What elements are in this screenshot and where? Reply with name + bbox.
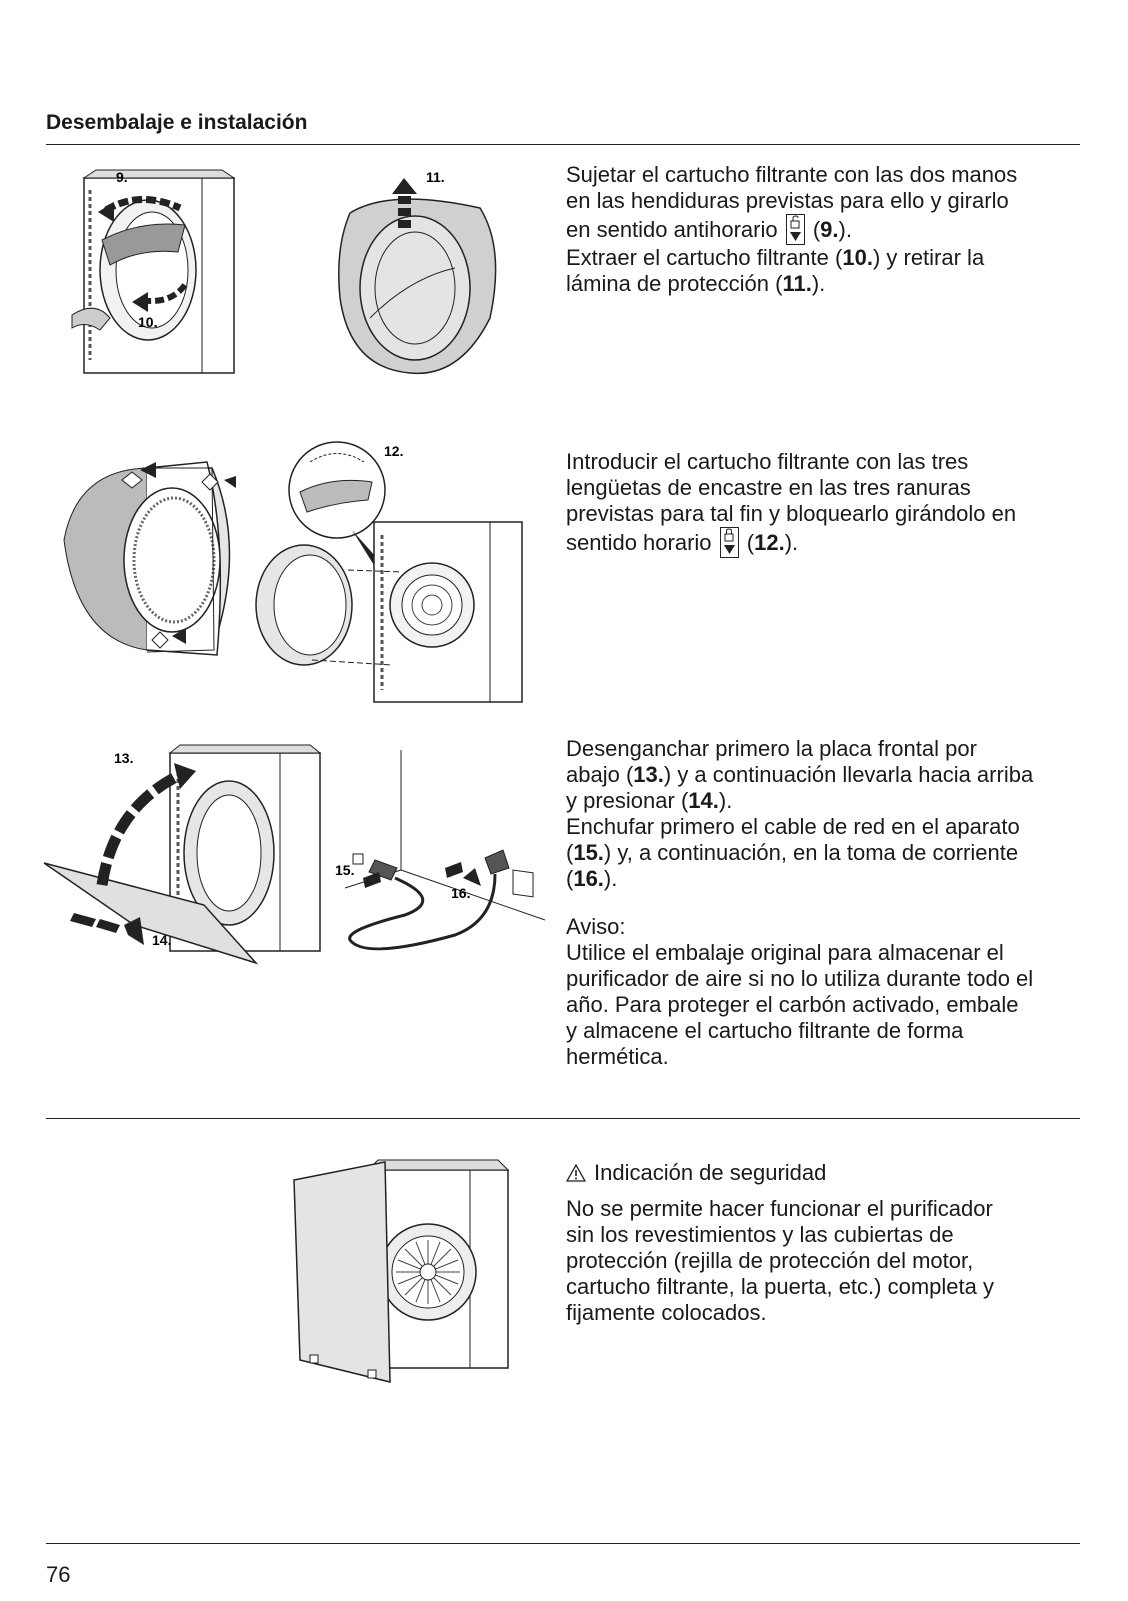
- text-line: protección (rejilla de protección del mo…: [566, 1248, 974, 1273]
- paragraph-insert-filter: Introducir el cartucho filtrante con las…: [566, 449, 1086, 558]
- notice-line: purificador de aire si no lo utiliza dur…: [566, 966, 1034, 991]
- ref-close: ).: [811, 271, 826, 296]
- text-line: Enchufar primero el cable de red en el a…: [566, 814, 1020, 839]
- ref-close: ).: [838, 217, 852, 242]
- text-line: ).: [718, 788, 733, 813]
- notice-title: Aviso:: [566, 914, 626, 939]
- text-line: Sujetar el cartucho filtrante con las do…: [566, 162, 1018, 187]
- fig-label-12: 12.: [384, 443, 403, 459]
- figure-front-plate: 13. 14.: [43, 744, 322, 965]
- text-line: en sentido antihorario: [566, 217, 778, 242]
- figure-protective-film: 11.: [338, 169, 497, 375]
- ref-15: 15.: [573, 840, 604, 865]
- text-line: Extraer el cartucho filtrante (: [566, 245, 843, 270]
- paragraph-front-plate-cable: Desenganchar primero la placa frontal po…: [566, 736, 1086, 1070]
- fig-label-14: 14.: [152, 932, 171, 948]
- text-line: ) y, a continuación, en la toma de corri…: [603, 840, 1019, 865]
- text-line: (: [566, 866, 574, 891]
- notice-line: y almacene el cartucho filtrante de form…: [566, 1018, 964, 1043]
- text-line: abajo (: [566, 762, 634, 787]
- ref-13: 13.: [633, 762, 664, 787]
- fig-label-10: 10.: [138, 314, 157, 330]
- paragraph-remove-filter: Sujetar el cartucho filtrante con las do…: [566, 162, 1086, 297]
- text-line: sin los revestimientos y las cubiertas d…: [566, 1222, 954, 1247]
- text-line: No se permite hacer funcionar el purific…: [566, 1196, 993, 1221]
- ref-10: 10.: [842, 245, 873, 270]
- fig-label-15: 15.: [335, 862, 354, 878]
- footer-rule: [46, 1543, 1080, 1544]
- text-line: ).: [603, 866, 618, 891]
- lock-icon: [719, 527, 739, 558]
- ref-open: (: [746, 530, 755, 555]
- text-line: lengüetas de encastre en las tres ranura…: [566, 475, 971, 500]
- fig-label-9: 9.: [116, 169, 128, 185]
- ref-12: 12.: [754, 530, 785, 555]
- ref-9: 9.: [820, 217, 839, 242]
- page-number: 76: [46, 1562, 71, 1587]
- ref-16: 16.: [573, 866, 604, 891]
- paragraph-safety: Indicación de seguridad No se permite ha…: [566, 1160, 1086, 1326]
- fig-label-16: 16.: [451, 885, 470, 901]
- text-line: y presionar (: [566, 788, 689, 813]
- section-rule: [46, 1118, 1080, 1119]
- text-line: cartucho filtrante, la puerta, etc.) com…: [566, 1274, 994, 1299]
- text-line: (: [566, 840, 574, 865]
- text-line: previstas para tal fin y bloquearlo girá…: [566, 501, 1017, 526]
- ref-close: ).: [784, 530, 799, 555]
- fig-label-13: 13.: [114, 750, 133, 766]
- figure-door-removed: [293, 1159, 510, 1383]
- text-line: lámina de protección (: [566, 271, 783, 296]
- ref-14: 14.: [688, 788, 719, 813]
- figure-insert-filter: 12.: [63, 441, 523, 703]
- notice-line: hermética.: [566, 1044, 669, 1069]
- unlock-icon: [785, 214, 805, 245]
- text-line: fijamente colocados.: [566, 1300, 767, 1325]
- heading-rule: [46, 144, 1080, 145]
- text-line: sentido horario: [566, 530, 712, 555]
- notice-line: año. Para proteger el carbón activado, e…: [566, 992, 1019, 1017]
- ref-11: 11.: [782, 271, 812, 296]
- fig-label-11: 11.: [426, 169, 445, 185]
- text-line: Desenganchar primero la placa frontal po…: [566, 736, 977, 761]
- section-heading: Desembalaje e instalación: [46, 111, 308, 134]
- text-line: ) y retirar la: [872, 245, 985, 270]
- text-line: Introducir el cartucho filtrante con las…: [566, 449, 969, 474]
- figure-remove-filter: 9. 10.: [71, 169, 236, 374]
- safety-title: Indicación de seguridad: [594, 1160, 827, 1185]
- text-line: en las hendiduras previstas para ello y …: [566, 188, 1009, 213]
- text-line: ) y a continuación llevarla hacia arriba: [663, 762, 1034, 787]
- ref-open: (: [812, 217, 821, 242]
- warning-triangle-icon: [566, 1164, 586, 1182]
- figure-power-cable: 15. 16.: [335, 750, 546, 951]
- notice-line: Utilice el embalaje original para almace…: [566, 940, 1004, 965]
